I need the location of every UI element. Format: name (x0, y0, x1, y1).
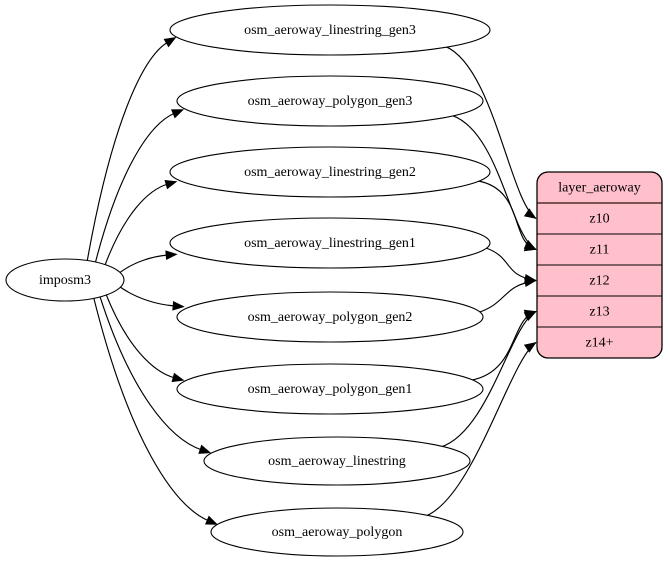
table-row-z10[interactable]: z10 (589, 212, 609, 227)
node-osm_aeroway_polygon_gen3-shape[interactable] (176, 75, 484, 127)
table-row-z14+[interactable]: z14+ (585, 336, 613, 351)
table-header-label: layer_aeroway (558, 181, 640, 196)
arrowhead-to-osm_aeroway_polygon_gen2 (172, 300, 185, 311)
node-osm_aeroway_linestring_gen3-label: osm_aeroway_linestring_gen3 (244, 23, 416, 38)
edge-imposm3-to-osm_aeroway_linestring_gen3 (86, 41, 169, 262)
node-osm_aeroway_linestring_gen2-shape[interactable] (169, 146, 491, 198)
edge-imposm3-to-osm_aeroway_linestring_gen1 (118, 254, 169, 274)
node-imposm3-shape[interactable] (5, 258, 125, 302)
node-osm_aeroway_polygon_gen3-label: osm_aeroway_polygon_gen3 (248, 94, 413, 109)
arrowhead-osm_aeroway_polygon-to-table (523, 342, 537, 353)
node-osm_aeroway_polygon_gen1[interactable]: osm_aeroway_polygon_gen1 (176, 363, 484, 415)
edge-osm_aeroway_linestring-to-layer_aeroway (441, 310, 537, 448)
node-osm_aeroway_linestring_gen1[interactable]: osm_aeroway_linestring_gen1 (169, 217, 491, 269)
node-osm_aeroway_polygon_gen2[interactable]: osm_aeroway_polygon_gen2 (176, 291, 484, 343)
node-osm_aeroway_linestring[interactable]: osm_aeroway_linestring (203, 436, 471, 486)
node-imposm3-label: imposm3 (39, 273, 91, 288)
node-osm_aeroway_linestring_gen1-label: osm_aeroway_linestring_gen1 (244, 236, 416, 251)
edges-layer (86, 36, 537, 525)
edge-imposm3-to-osm_aeroway_linestring_gen2 (104, 183, 169, 266)
arrowhead-to-osm_aeroway_polygon_gen1 (171, 372, 185, 383)
arrowhead-to-osm_aeroway_polygon_gen3 (171, 109, 185, 119)
arrowhead-to-osm_aeroway_linestring_gen1 (165, 250, 178, 261)
node-layer-aeroway-group[interactable]: layer_aeroway z10 z11 z12 z13 z14+ (536, 171, 663, 359)
arrowhead-to-osm_aeroway_linestring (198, 444, 212, 454)
edge-osm_aeroway_linestring_gen3-to-layer_aeroway (445, 46, 537, 219)
arrowhead-osm_aeroway_linestring-to-table (523, 311, 537, 322)
node-osm_aeroway_linestring_gen3-shape[interactable] (169, 4, 491, 56)
table-row-z11[interactable]: z11 (590, 243, 610, 258)
node-osm_aeroway_polygon_gen1-shape[interactable] (176, 363, 484, 415)
arrowhead-to-osm_aeroway_linestring_gen2 (164, 179, 178, 190)
node-osm_aeroway_polygon_gen2-label: osm_aeroway_polygon_gen2 (248, 310, 413, 325)
edge-osm_aeroway_polygon_gen3-to-layer_aeroway (451, 114, 537, 251)
edge-imposm3-to-osm_aeroway_polygon_gen1 (105, 293, 176, 379)
arrowhead-to-osm_aeroway_linestring_gen3 (163, 36, 177, 48)
edge-imposm3-to-osm_aeroway_linestring (99, 295, 203, 451)
nodes-layer: osm_aeroway_linestring_gen3 osm_aeroway_p… (169, 4, 491, 557)
node-osm_aeroway_linestring-shape[interactable] (203, 436, 471, 486)
node-osm_aeroway_linestring_gen2[interactable]: osm_aeroway_linestring_gen2 (169, 146, 491, 198)
table-node-outline (536, 171, 663, 359)
node-osm_aeroway_polygon-shape[interactable] (210, 507, 464, 557)
node-osm_aeroway_linestring-label: osm_aeroway_linestring (268, 454, 406, 469)
node-osm_aeroway_polygon_gen1-label: osm_aeroway_polygon_gen1 (248, 382, 413, 397)
table-row-z12[interactable]: z12 (589, 274, 609, 289)
arrowhead-osm_aeroway_polygon_gen2-to-table (524, 277, 537, 287)
node-osm_aeroway_linestring_gen2-label: osm_aeroway_linestring_gen2 (244, 165, 416, 180)
arrowhead-to-osm_aeroway_polygon (204, 515, 219, 525)
source-node-group[interactable]: imposm3 (5, 258, 125, 302)
table-row-z13[interactable]: z13 (589, 305, 609, 320)
edge-osm_aeroway_polygon-to-layer_aeroway (426, 342, 537, 517)
edge-imposm3-to-osm_aeroway_polygon (93, 297, 210, 522)
edge-imposm3-to-osm_aeroway_polygon_gen2 (119, 285, 176, 307)
arrowhead-osm_aeroway_linestring_gen3-to-table (523, 208, 537, 219)
node-osm_aeroway_linestring_gen3[interactable]: osm_aeroway_linestring_gen3 (169, 4, 491, 56)
node-osm_aeroway_polygon[interactable]: osm_aeroway_polygon (210, 507, 464, 557)
edge-imposm3-to-osm_aeroway_polygon_gen3 (94, 112, 176, 263)
node-osm_aeroway_polygon_gen2-shape[interactable] (176, 291, 484, 343)
edge-osm_aeroway_linestring_gen1-to-layer_aeroway (484, 246, 537, 282)
node-osm_aeroway_polygon_gen3[interactable]: osm_aeroway_polygon_gen3 (176, 75, 484, 127)
node-osm_aeroway_polygon-label: osm_aeroway_polygon (272, 525, 403, 540)
arrowhead-osm_aeroway_linestring_gen2-to-table (523, 241, 537, 252)
node-osm_aeroway_linestring_gen1-shape[interactable] (169, 217, 491, 269)
